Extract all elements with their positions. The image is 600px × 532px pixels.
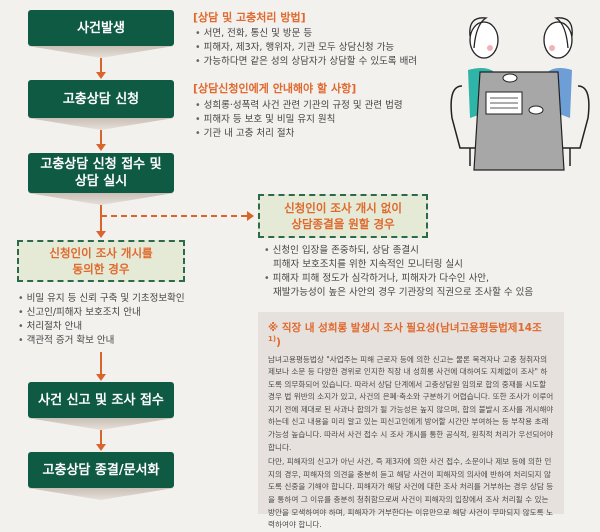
step-shadow [28, 488, 174, 500]
note-paragraph: 남녀고용평등법상 "사업주는 피해 근로자 등에 의한 신고는 물론 목격자나 … [268, 354, 554, 452]
list-item: 서면, 전화, 통신 및 방문 등 [195, 27, 417, 41]
list-item: 피해자, 제3자, 행위자, 기관 모두 상담신청 가능 [195, 41, 417, 55]
list-item: 신청인 입장을 존중하되, 상담 종결시 피해자 보호조치를 위한 지속적인 모… [264, 244, 594, 272]
note-title: ※ 직장 내 성희롱 발생시 조사 필요성(남녀고용평등법제14조1)) [268, 320, 554, 349]
step-label: 고충상담 신청 접수 및 상담 실시 [40, 157, 162, 189]
list-item: 피해자 등 보호 및 비밀 유지 원칙 [195, 113, 403, 127]
investigation-necessity-note: ※ 직장 내 성희롱 발생시 조사 필요성(남녀고용평등법제14조1)) 남녀고… [258, 312, 564, 529]
list-item: 성희롱·성폭력 사건 관련 기관의 규정 및 관련 법령 [195, 99, 403, 113]
note-title-text: ※ 직장 내 성희롱 발생시 조사 필요성(남녀고용평등법제14조 [268, 322, 542, 334]
case-no-investigation-line1: 신청인이 조사 개시 없이 [284, 201, 402, 215]
case-no-investigation-line2: 상담종결을 원할 경우 [291, 217, 395, 231]
list-item: 신고인/피해자 보호조치 안내 [18, 306, 185, 320]
arrow-down [96, 58, 106, 79]
dashed-arrow-right [101, 211, 254, 221]
step-label: 사건 신고 및 조사 접수 [38, 392, 164, 408]
step-counsel-request: 고충상담 신청 [28, 80, 174, 118]
step-label: 고충상담 종결/문서화 [42, 462, 160, 478]
arrow-down [96, 130, 106, 151]
note-title-end: ) [276, 336, 281, 349]
guidance-list: 성희롱·성폭력 사건 관련 기관의 규정 및 관련 법령 피해자 등 보호 및 … [195, 99, 403, 141]
counseling-illustration [450, 17, 590, 171]
methods-list: 서면, 전화, 통신 및 방문 등 피해자, 제3자, 행위자, 기관 모두 상… [195, 27, 417, 69]
step-shadow [28, 193, 174, 205]
case-consent-line1: 신청인이 조사 개시를 [49, 246, 153, 260]
guidance-title: [상담신청인에게 안내해야 할 사항] [193, 82, 357, 95]
case-consent-line2: 동의한 경우 [72, 262, 130, 276]
methods-title: [상담 및 고충처리 방법] [193, 11, 306, 24]
step-shadow [28, 46, 174, 58]
step-incident: 사건발생 [28, 10, 174, 46]
list-item: 가능하다면 같은 성의 상담자가 상담할 수 있도록 배려 [195, 55, 417, 69]
step-report-investigation: 사건 신고 및 조사 접수 [28, 382, 174, 418]
step-label: 고충상담 신청 [62, 91, 140, 107]
arrow-down [96, 430, 106, 451]
footnote-marker: 1) [268, 335, 277, 343]
case-consent-list: 비밀 유지 등 신뢰 구축 및 기초정보확인 신고인/피해자 보호조치 안내 처… [18, 292, 185, 348]
step-counsel-close: 고충상담 종결/문서화 [28, 452, 174, 488]
list-item: 객관적 증거 확보 안내 [18, 334, 185, 348]
step-label: 사건발생 [77, 20, 125, 36]
step-counsel-receipt: 고충상담 신청 접수 및 상담 실시 [28, 153, 174, 193]
note-paragraph: 다만, 피해자의 신고가 아닌 사건, 즉 제3자에 의한 사건 접수, 소문이… [268, 457, 554, 530]
list-item: 피해자 피해 정도가 심각하거나, 피해자가 다수인 사안, 재발가능성이 높은… [264, 272, 594, 300]
step-shadow [28, 418, 174, 430]
list-item: 기관 내 고충 처리 절차 [195, 127, 403, 141]
arrow-down [96, 205, 106, 238]
arrow-down [96, 352, 106, 381]
list-item: 처리절차 안내 [18, 320, 185, 334]
step-shadow [28, 118, 174, 130]
list-item: 비밀 유지 등 신뢰 구축 및 기초정보확인 [18, 292, 185, 306]
case-no-investigation-list: 신청인 입장을 존중하되, 상담 종결시 피해자 보호조치를 위한 지속적인 모… [264, 244, 594, 300]
